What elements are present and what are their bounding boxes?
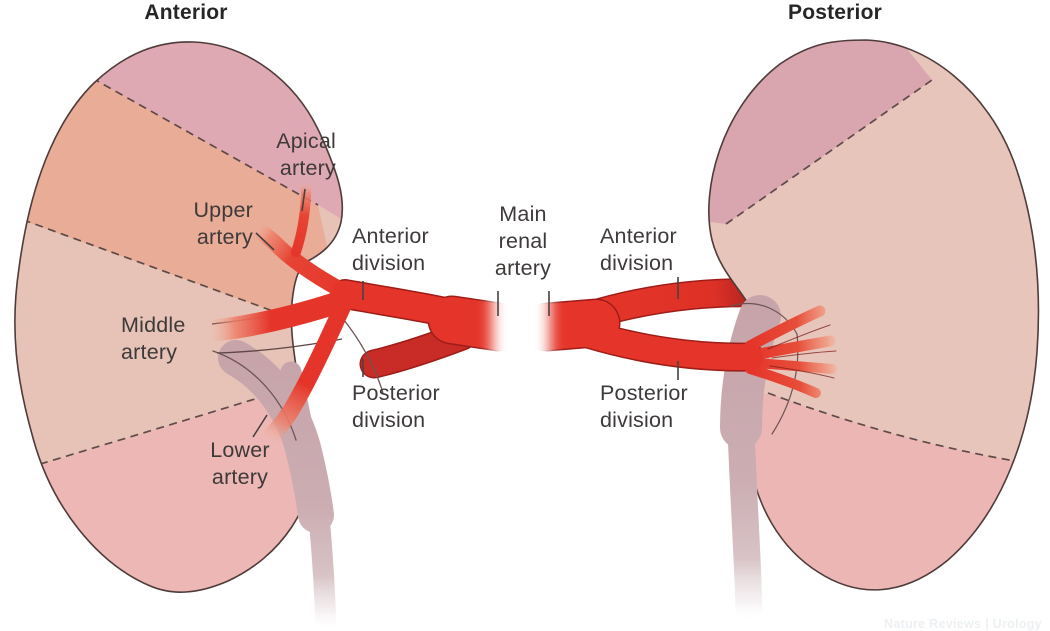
fan-separator-3 bbox=[769, 365, 835, 379]
left-upper-segment bbox=[14, 78, 330, 318]
left-segment-boundary-2 bbox=[14, 214, 293, 319]
label-pointer-lines bbox=[252, 188, 679, 438]
left-ureter bbox=[212, 340, 337, 631]
posterior-fan-branch-1 bbox=[744, 305, 826, 352]
main-renal-artery-label: Main renal artery bbox=[494, 202, 552, 280]
main-renal-artery-right bbox=[524, 300, 619, 350]
posterior-division-left-label: Posterior division bbox=[352, 381, 440, 432]
main-artery-break bbox=[492, 278, 550, 378]
left-anterior-arteries bbox=[202, 178, 524, 445]
posterior-fan-branch-4 bbox=[745, 364, 821, 398]
lower-artery-tick bbox=[252, 414, 268, 438]
left-hilum-edge bbox=[343, 319, 384, 394]
lower-artery bbox=[262, 299, 351, 445]
left-pelvis-edge bbox=[212, 350, 297, 441]
left-kidney-outline bbox=[14, 41, 344, 593]
anterior-division-right-label: Anterior division bbox=[600, 224, 677, 275]
middle-artery bbox=[202, 289, 356, 341]
anterior-view-title: Anterior bbox=[144, 1, 228, 24]
main-renal-artery-left bbox=[429, 297, 522, 350]
fan-separator-2 bbox=[771, 350, 837, 359]
left-ureter-tube bbox=[280, 361, 337, 631]
apical-artery-label: Apical artery bbox=[276, 129, 336, 180]
right-segment-boundary-1 bbox=[725, 79, 933, 225]
right-segment-boundary-2 bbox=[767, 392, 1022, 463]
posterior-fan-branch-3 bbox=[749, 358, 837, 374]
posterior-view-title: Posterior bbox=[788, 1, 882, 24]
right-posterior-division-artery bbox=[522, 298, 837, 398]
apical-artery-tick bbox=[301, 188, 306, 212]
middle-artery-label: Middle artery bbox=[121, 313, 186, 364]
left-segment-boundary-3 bbox=[26, 387, 292, 469]
posterior-division-right-label: Posterior division bbox=[600, 381, 688, 432]
fan-separator-1 bbox=[767, 324, 831, 350]
anterior-division-left-label: Anterior division bbox=[352, 224, 429, 275]
apical-artery bbox=[291, 178, 311, 257]
upper-artery-label: Upper artery bbox=[193, 198, 253, 249]
right-kidney-outline bbox=[708, 39, 1040, 591]
left-segment-boundary-1 bbox=[91, 77, 319, 206]
lower-artery-label: Lower artery bbox=[210, 438, 270, 489]
upper-artery-tick bbox=[255, 232, 275, 251]
journal-attribution: Nature Reviews | Urology bbox=[884, 617, 1042, 631]
upper-artery bbox=[248, 222, 360, 304]
right-ureter-tube bbox=[727, 414, 763, 622]
